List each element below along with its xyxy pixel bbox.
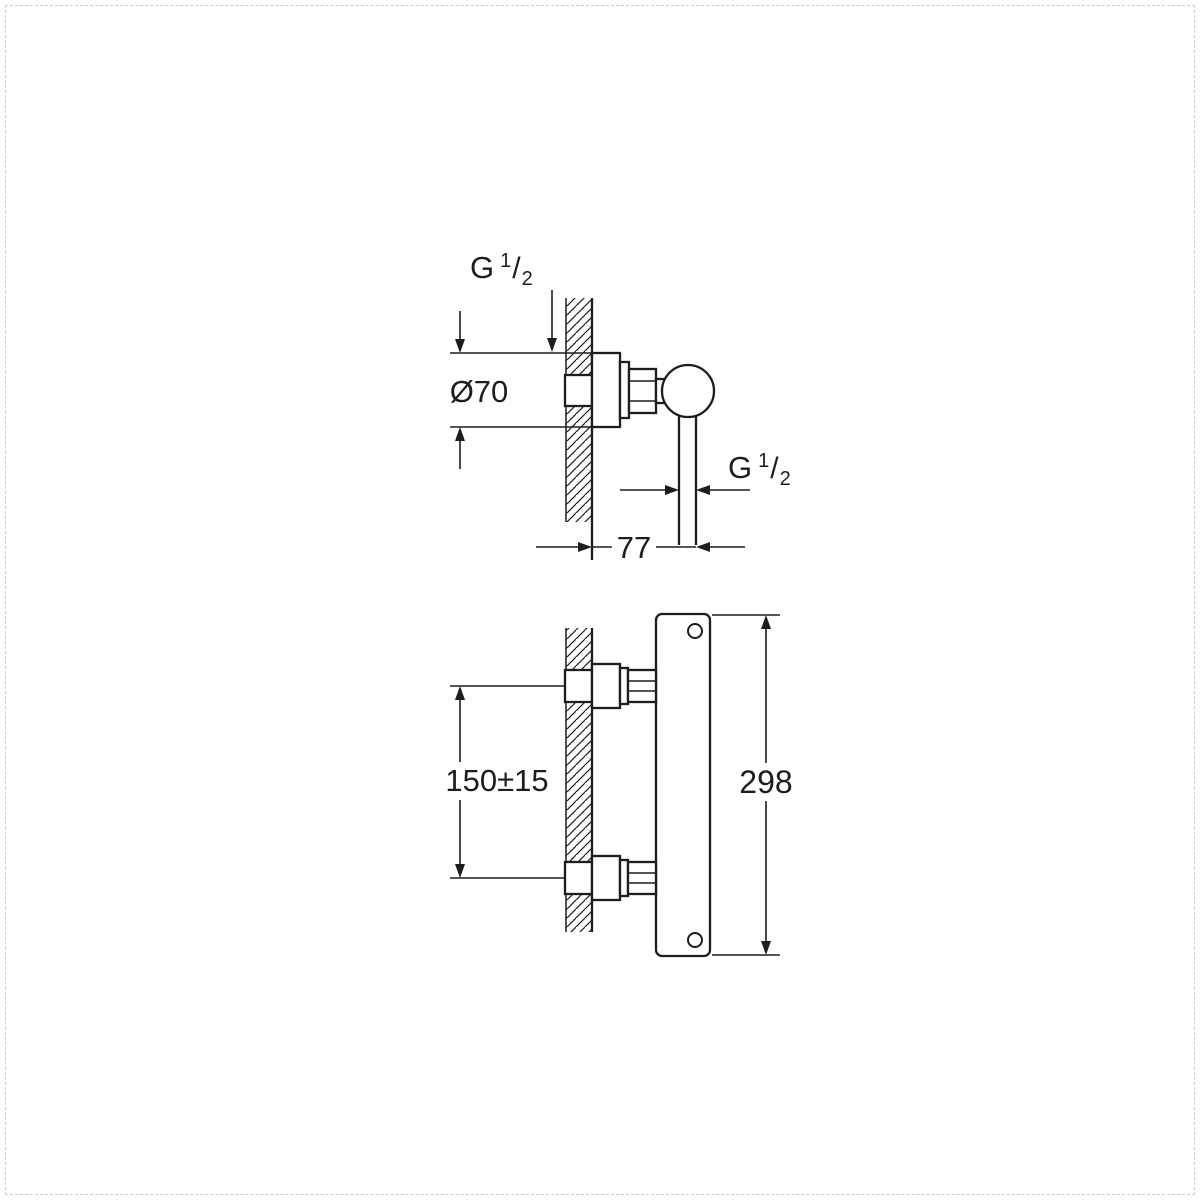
total-height-label: 298	[739, 764, 792, 800]
wall-hatch	[566, 298, 592, 522]
dim-arrow	[761, 941, 771, 955]
screw-top	[687, 623, 703, 639]
wall-offset-label: 77	[617, 530, 651, 565]
dim-arrow	[455, 864, 465, 878]
dim-arrow	[455, 427, 465, 441]
inlet-connector	[563, 373, 594, 408]
inlet-bottom	[563, 854, 658, 902]
dim-arrow	[578, 542, 592, 552]
dim-arrow	[455, 339, 465, 353]
valve-body	[660, 363, 716, 419]
dim-arrow	[761, 615, 771, 629]
dim-flange-diameter: Ø70	[450, 311, 592, 469]
dim-arrow	[696, 485, 710, 495]
dim-wall-offset: 77	[536, 530, 745, 565]
union-nut	[627, 367, 658, 415]
dim-arrow	[547, 338, 557, 352]
dim-arrow	[665, 485, 679, 495]
screw-bottom	[687, 932, 703, 948]
escutcheon-step	[618, 360, 631, 420]
mixer-body	[654, 612, 712, 958]
dim-inlet-spacing: 150±15	[445, 685, 565, 879]
outlet-pipe	[677, 416, 698, 545]
flange-diameter-label: Ø70	[450, 374, 509, 409]
inlet-top	[563, 662, 658, 710]
inlet-spacing-label: 150±15	[445, 763, 548, 798]
front-view: 150±15 298	[445, 612, 793, 958]
dim-arrow	[455, 686, 465, 700]
dim-total-height: 298	[712, 614, 793, 956]
dim-arrow	[696, 542, 710, 552]
escutcheon	[590, 351, 622, 429]
